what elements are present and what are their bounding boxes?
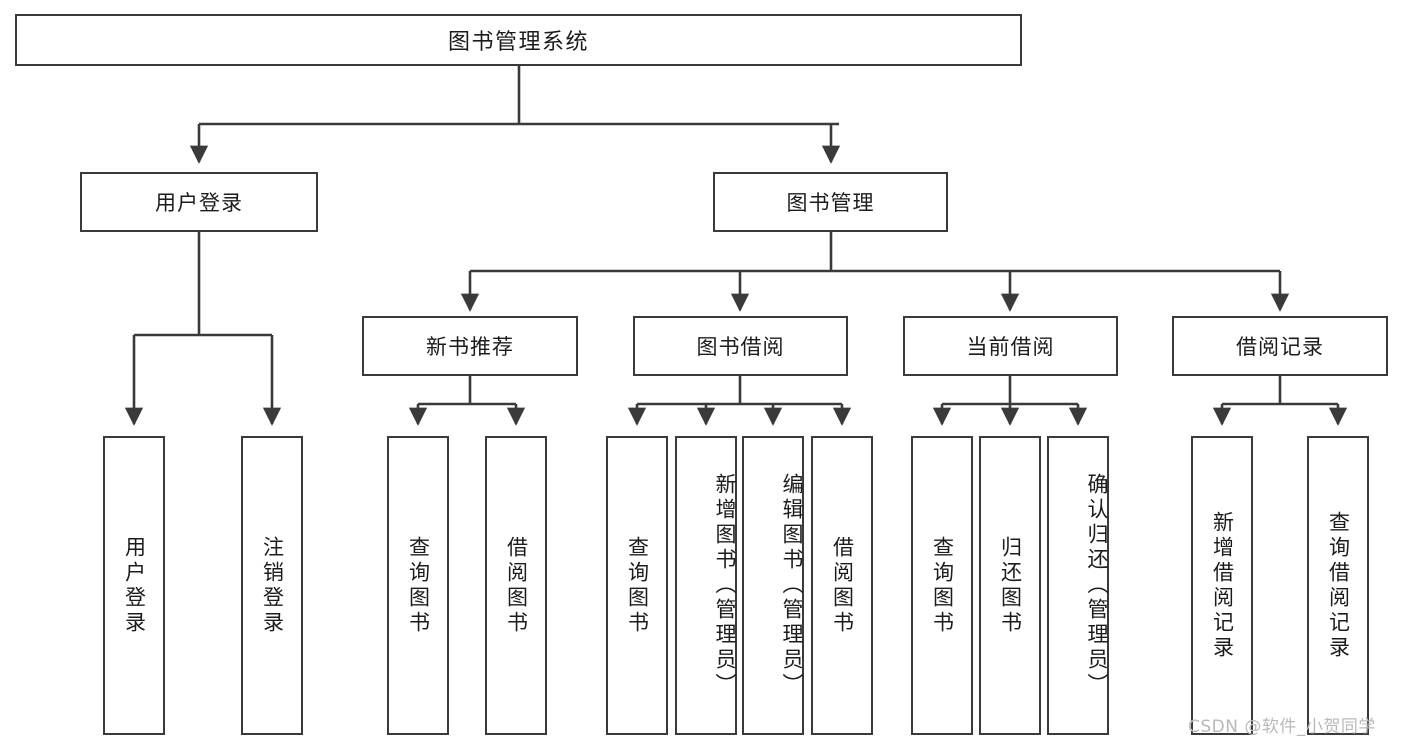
leaf-new-book-query[interactable]: 查询图书 bbox=[387, 436, 449, 735]
leaf-borrow-query-book[interactable]: 查询图书 bbox=[606, 436, 668, 735]
node-current-borrow[interactable]: 当前借阅 bbox=[903, 316, 1118, 376]
node-borrow-record[interactable]: 借阅记录 bbox=[1172, 316, 1388, 376]
leaf-user-login-signin[interactable]: 用户登录 bbox=[103, 436, 165, 735]
leaf-record-add-borrow-record[interactable]: 新增借阅记录 bbox=[1191, 436, 1253, 735]
leaf-record-query-borrow-record[interactable]: 查询借阅记录 bbox=[1307, 436, 1369, 735]
leaf-borrow-add-book-admin[interactable]: 新增图书（管理员） bbox=[675, 436, 737, 735]
node-user-login[interactable]: 用户登录 bbox=[80, 172, 318, 232]
leaf-current-return-book[interactable]: 归还图书 bbox=[979, 436, 1041, 735]
leaf-new-book-borrow[interactable]: 借阅图书 bbox=[485, 436, 547, 735]
leaf-current-query-book[interactable]: 查询图书 bbox=[911, 436, 973, 735]
csdn-watermark: CSDN @软件_小贺同学 bbox=[1188, 717, 1376, 737]
node-book-management[interactable]: 图书管理 bbox=[713, 172, 948, 232]
leaf-borrow-borrow-book[interactable]: 借阅图书 bbox=[811, 436, 873, 735]
node-new-book-recommend[interactable]: 新书推荐 bbox=[362, 316, 578, 376]
leaf-current-confirm-return-admin[interactable]: 确认归还（管理员） bbox=[1047, 436, 1109, 735]
leaf-borrow-edit-book-admin[interactable]: 编辑图书（管理员） bbox=[742, 436, 804, 735]
leaf-user-login-signout[interactable]: 注销登录 bbox=[241, 436, 303, 735]
node-book-borrow[interactable]: 图书借阅 bbox=[633, 316, 848, 376]
node-root-book-management-system[interactable]: 图书管理系统 bbox=[15, 14, 1022, 66]
